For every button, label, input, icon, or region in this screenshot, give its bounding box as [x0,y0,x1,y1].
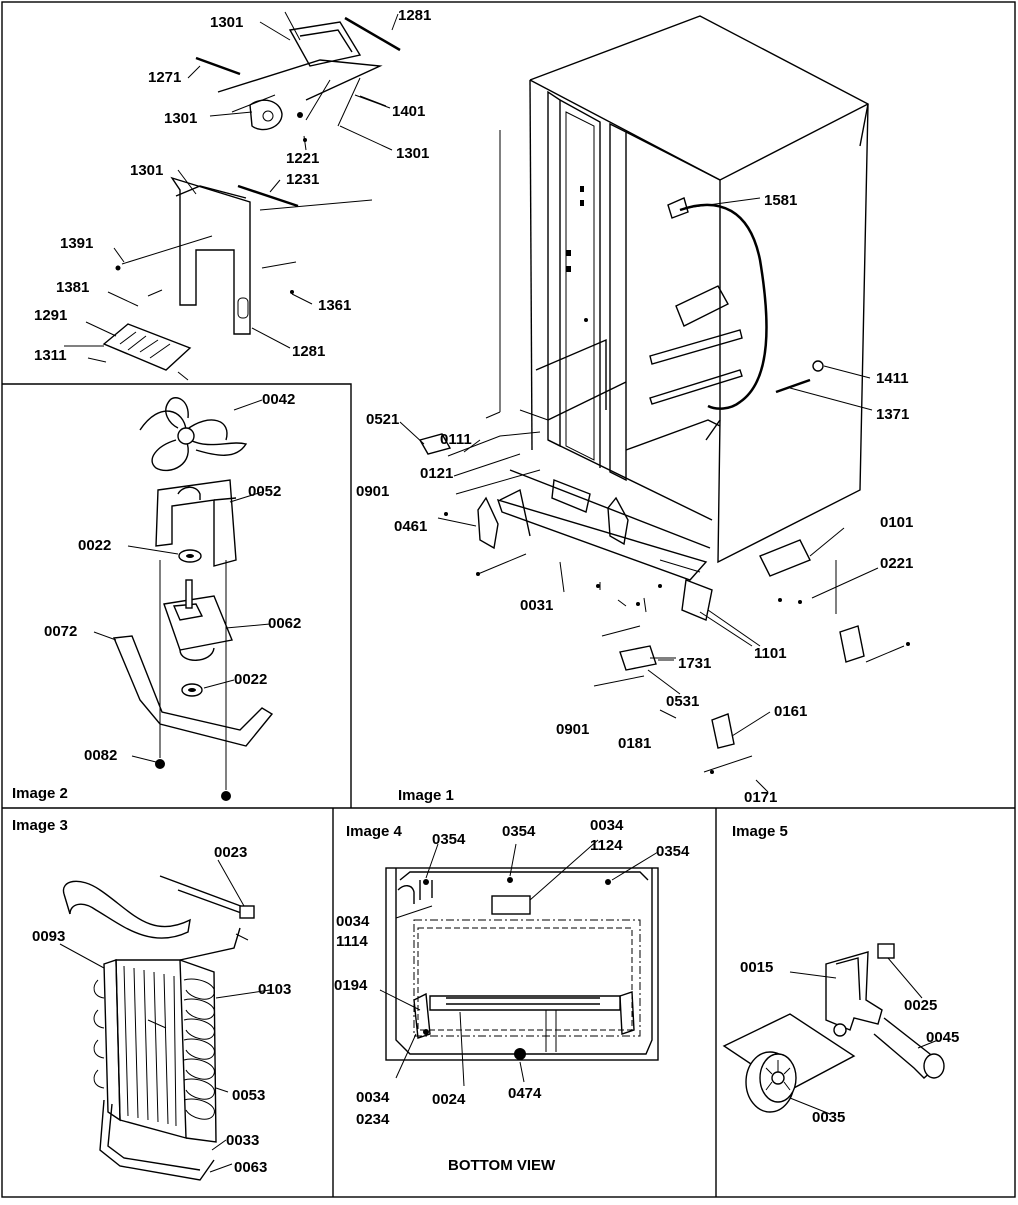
label-0072: 0072 [44,623,77,640]
label-0531: 0531 [666,693,699,710]
label-1401: 1401 [392,103,425,120]
label-0045: 0045 [926,1029,959,1046]
label-0901-b: 0901 [556,721,589,738]
label-1301-d: 1301 [130,162,163,179]
label-0121: 0121 [420,465,453,482]
label-0015: 0015 [740,959,773,976]
label-1281-a: 1281 [398,7,431,24]
image4-labels: Image 4 0354 0354 0034 1124 0354 0034 11… [334,817,690,1174]
label-0901-a: 0901 [356,483,389,500]
bottom-view-title: BOTTOM VIEW [448,1157,556,1174]
caption-image5: Image 5 [732,823,788,840]
label-0034-c: 0034 [356,1089,390,1106]
label-0194: 0194 [334,977,368,994]
label-0082: 0082 [84,747,117,764]
label-0103: 0103 [258,981,291,998]
label-1301-a: 1301 [210,14,243,31]
evaporator-drawing [59,859,271,1181]
label-0035: 0035 [812,1109,845,1126]
label-1381: 1381 [56,279,89,296]
label-0161: 0161 [774,703,807,720]
label-0062: 0062 [268,615,301,632]
label-1411: 1411 [876,370,909,387]
label-1221: 1221 [286,150,319,167]
label-0171: 0171 [744,789,777,806]
label-1101: 1101 [754,645,787,662]
label-0031: 0031 [520,597,553,614]
caption-image3: Image 3 [12,817,68,834]
label-0052: 0052 [248,483,281,500]
label-1301-b: 1301 [164,110,197,127]
label-0022-a: 0022 [78,537,111,554]
label-1291: 1291 [34,307,67,324]
caption-image2: Image 2 [12,785,68,802]
label-0023: 0023 [214,844,247,861]
image5-labels: Image 5 0015 0025 0045 0035 [732,823,959,1126]
label-1361: 1361 [318,297,351,314]
cabinet-drawing [418,15,910,774]
label-0181: 0181 [618,735,651,752]
label-0461: 0461 [394,518,427,535]
roller-drawing [722,943,945,1115]
label-0354-a: 0354 [432,831,466,848]
image1-leaders [85,13,879,793]
label-0111: 0111 [440,431,472,448]
label-1301-c: 1301 [396,145,429,162]
image2-labels: 0042 0052 0022 0062 0072 0022 0082 Image… [12,391,301,802]
label-0234: 0234 [356,1111,390,1128]
label-0053: 0053 [232,1087,265,1104]
label-0042: 0042 [262,391,295,408]
label-0354-b: 0354 [502,823,536,840]
label-0034-a: 0034 [590,817,624,834]
label-1311: 1311 [34,347,67,364]
label-0024: 0024 [432,1091,466,1108]
label-1281-b: 1281 [292,343,325,360]
label-1391: 1391 [60,235,93,252]
label-1581: 1581 [764,192,797,209]
bottom-view-drawing [379,839,659,1087]
label-0521: 0521 [366,411,399,428]
caption-image4: Image 4 [346,823,403,840]
label-0101: 0101 [880,514,913,531]
label-0093: 0093 [32,928,65,945]
label-0033: 0033 [226,1132,259,1149]
label-1124: 1124 [590,837,623,854]
label-1231: 1231 [286,171,319,188]
image1-labels: 1301 1281 1271 1301 1401 1221 1301 1301 … [34,7,913,806]
fan-motor-drawing [93,397,274,801]
label-0025: 0025 [904,997,937,1014]
cover-assembly-drawing [64,11,401,381]
label-0034-b: 0034 [336,913,370,930]
label-1731: 1731 [678,655,711,672]
image3-labels: Image 3 0023 0093 0103 0053 0033 0063 [12,817,291,1176]
label-1114: 1114 [336,933,368,950]
label-0474: 0474 [508,1085,542,1102]
label-0354-c: 0354 [656,843,690,860]
label-1271: 1271 [148,69,181,86]
label-1371: 1371 [876,406,909,423]
label-0022-b: 0022 [234,671,267,688]
label-0221: 0221 [880,555,913,572]
label-0063: 0063 [234,1159,267,1176]
caption-image1: Image 1 [398,787,454,804]
